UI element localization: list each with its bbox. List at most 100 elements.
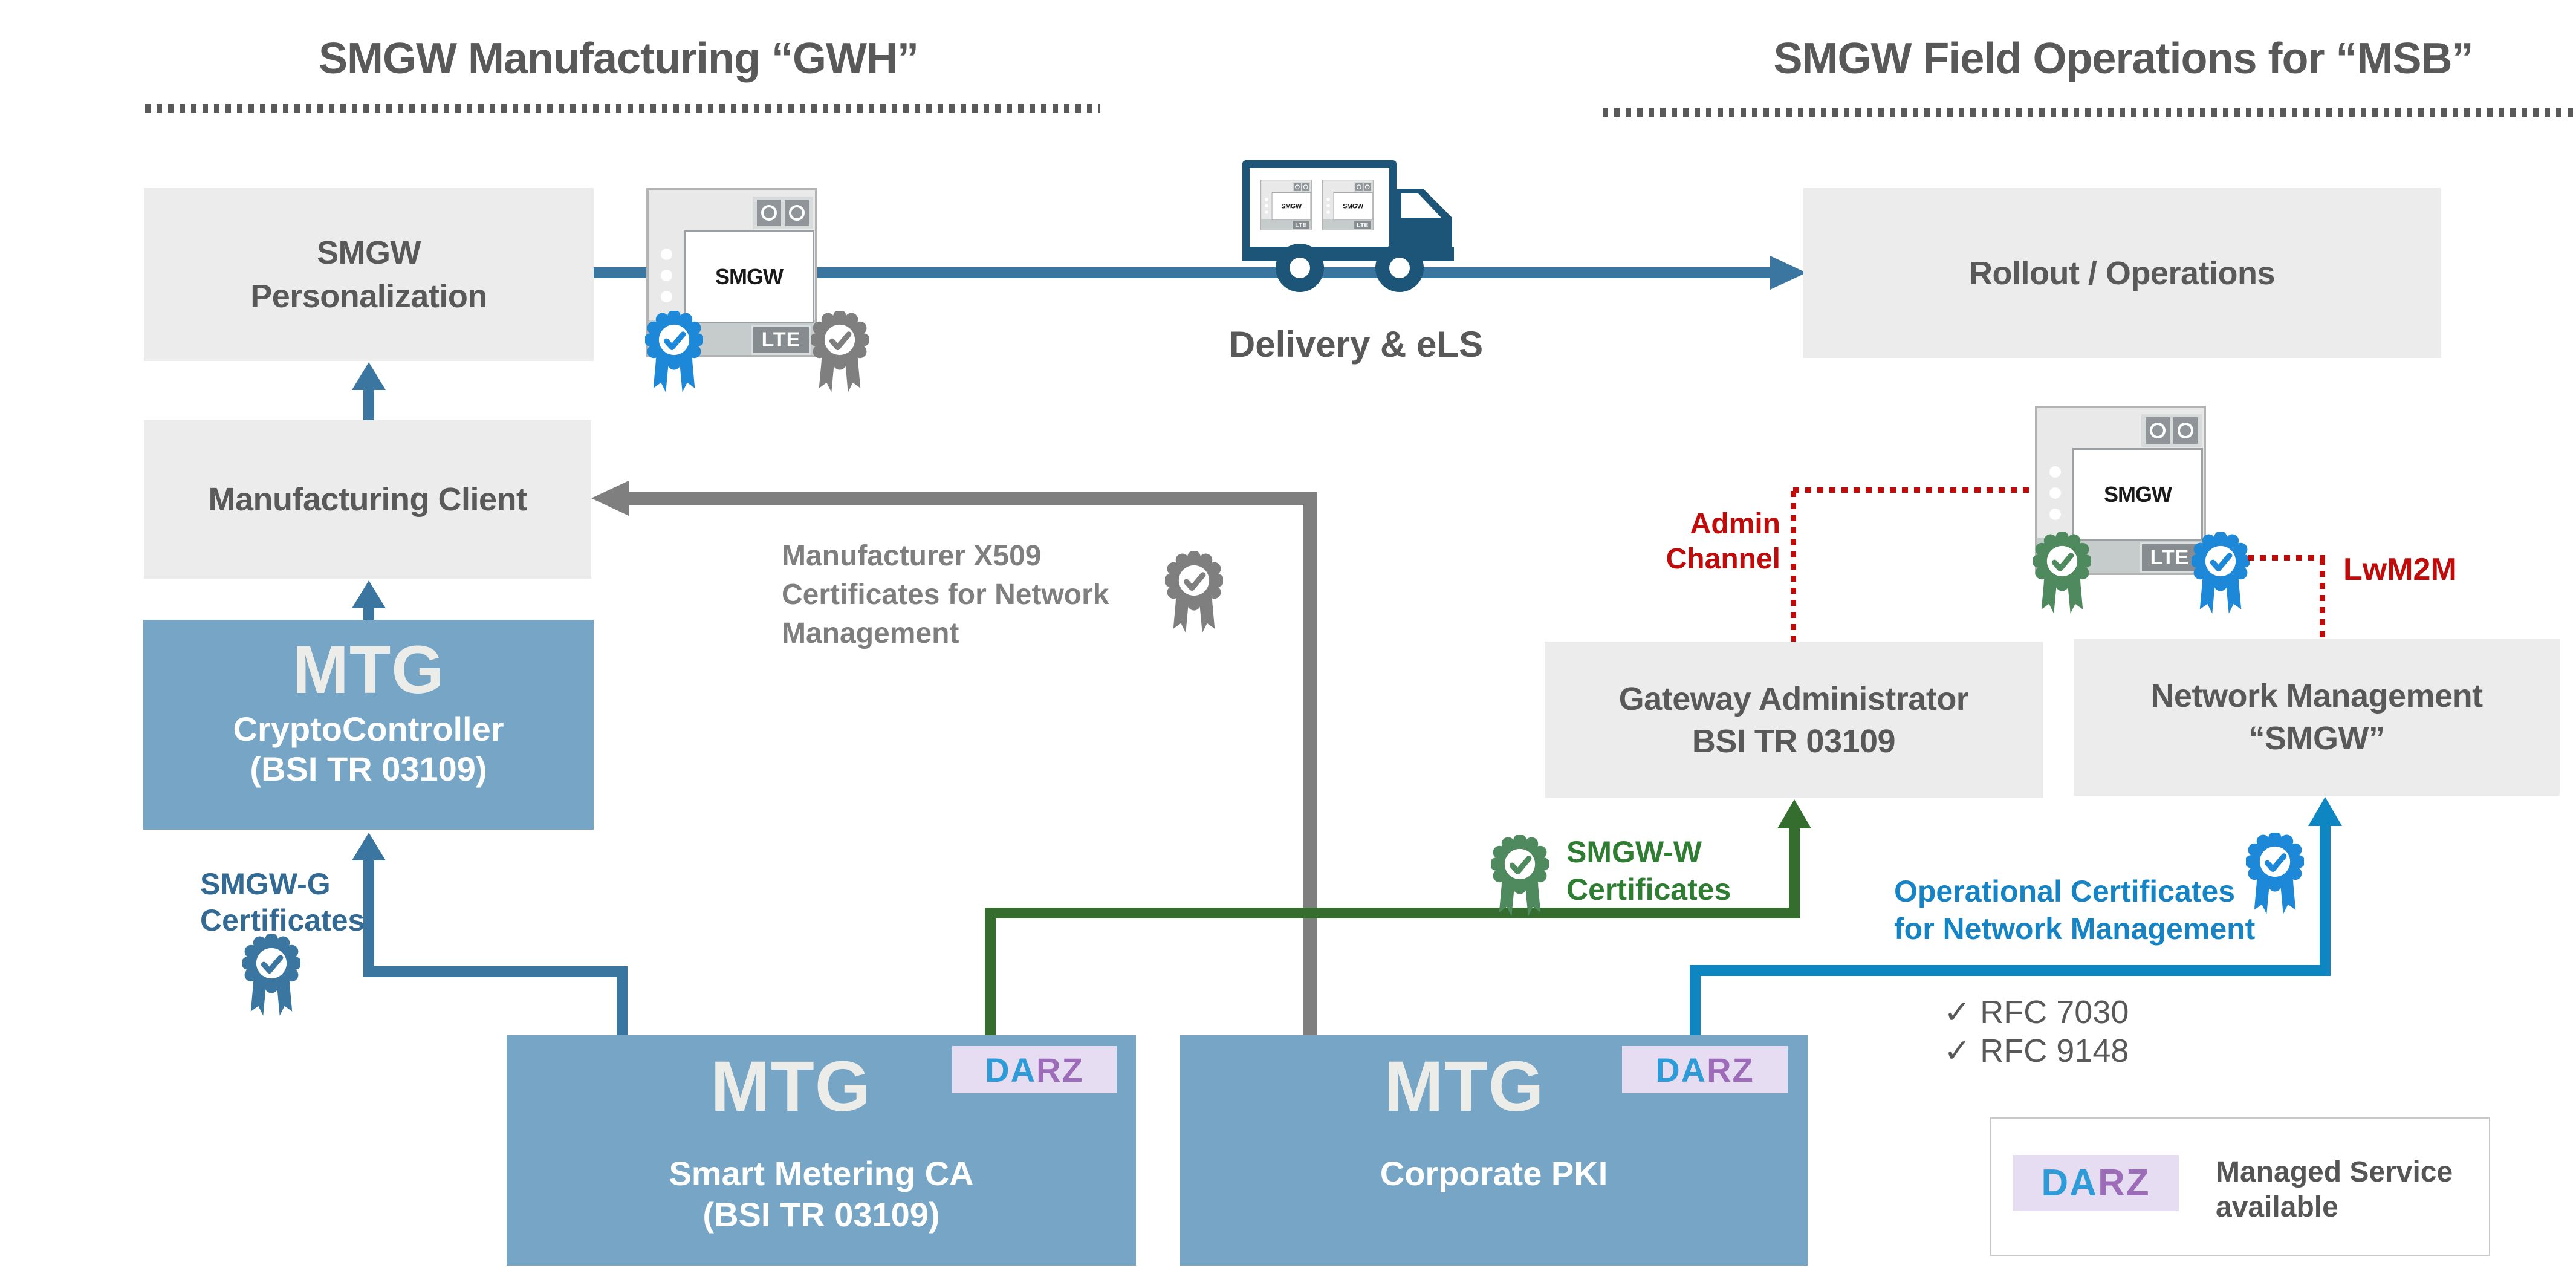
flow-label-line: for Network Management xyxy=(1894,912,2256,946)
connector-cyan-horizontal xyxy=(1690,965,2331,976)
lte-badge: LTE xyxy=(2140,542,2199,573)
mtg-brand: MTG xyxy=(1384,1047,1545,1126)
check-icon: ✓ xyxy=(1944,1033,1971,1069)
lte-badge: LTE xyxy=(751,325,811,355)
connector-ca-crypto-drop xyxy=(617,966,628,1036)
certificate-badge-gray-icon xyxy=(1164,550,1224,637)
device-led-icon xyxy=(661,249,672,260)
delivery-label: Delivery & eLS xyxy=(1228,324,1484,365)
main-flow-arrowhead xyxy=(1770,256,1806,290)
flow-label-line: Operational Certificates xyxy=(1894,874,2236,908)
darz-logo-rz: RZ xyxy=(1707,1050,1754,1089)
node-label-line: Personalization xyxy=(250,278,487,314)
lte-badge: LTE xyxy=(1354,220,1372,230)
connector-green-vertical-left xyxy=(985,908,996,1036)
device-label: SMGW xyxy=(1333,192,1373,221)
connector-ca-crypto-vertical xyxy=(363,859,374,972)
smgw-w-certificates-label: SMGW-W Certificates xyxy=(1566,833,1731,908)
managed-service-label: Managed Service available xyxy=(2216,1155,2453,1225)
device-led-icon xyxy=(1326,210,1330,214)
arrow-client-to-personalization xyxy=(352,362,386,390)
arrow-ca-to-crypto xyxy=(352,833,386,860)
device-ports-icon xyxy=(753,197,813,229)
flow-label-line: Managed Service xyxy=(2216,1156,2453,1188)
connector-ca-crypto-horizontal xyxy=(363,966,628,977)
device-led-icon xyxy=(1265,204,1268,208)
mtg-brand: MTG xyxy=(710,1047,871,1126)
device-led-icon xyxy=(2049,509,2061,520)
device-label: SMGW xyxy=(1271,192,1311,221)
device-label: SMGW xyxy=(2072,448,2203,541)
flow-label-line: available xyxy=(2216,1191,2338,1223)
darz-logo-da: DA xyxy=(2041,1162,2098,1204)
check-icon: ✓ xyxy=(1944,994,1971,1030)
node-label-line: BSI TR 03109 xyxy=(1692,723,1896,759)
admin-channel-dotted-vertical xyxy=(1791,491,1796,642)
connector-pki-client-horizontal xyxy=(628,492,1317,505)
device-ports-icon xyxy=(2141,414,2202,447)
certificate-badge-gray-icon xyxy=(809,310,870,397)
connector-client-personalization xyxy=(363,389,374,421)
node-label-line: Corporate PKI xyxy=(1380,1154,1608,1192)
rfc-item-label: RFC 7030 xyxy=(1980,994,2129,1030)
flow-label-line: Admin xyxy=(1690,508,1780,540)
node-smgw-personalization: SMGW Personalization xyxy=(144,188,594,361)
device-led-icon xyxy=(661,270,672,281)
arrow-pki-to-network-mgmt xyxy=(2308,797,2342,826)
device-led-icon xyxy=(661,291,672,302)
connector-green-horizontal xyxy=(985,908,1800,918)
rfc-item: ✓ RFC 9148 xyxy=(1944,1032,2129,1070)
section-title-field-operations: SMGW Field Operations for “MSB” xyxy=(1773,34,2473,83)
flow-label-line: Certificates for Network xyxy=(782,579,1109,611)
flow-label-line: Channel xyxy=(1666,543,1780,575)
device-led-icon xyxy=(2049,466,2061,478)
node-label-line: “SMGW” xyxy=(2248,720,2385,756)
port-icon xyxy=(2146,417,2170,444)
node-label-line: Gateway Administrator xyxy=(1618,680,1969,717)
arrow-pki-to-client xyxy=(591,481,629,516)
section-divider-left xyxy=(145,104,1100,113)
node-label-line: Manufacturing Client xyxy=(208,481,528,518)
main-flow-line xyxy=(594,267,1774,278)
certificate-badge-green-icon xyxy=(1490,834,1550,921)
flow-label-line: Manufacturer X509 xyxy=(782,540,1042,572)
port-icon xyxy=(2173,417,2198,444)
lwm2m-dotted-horizontal xyxy=(2248,555,2325,561)
rfc-item: ✓ RFC 7030 xyxy=(1944,993,2129,1032)
device-led-icon xyxy=(2049,487,2061,499)
node-label-line: (BSI TR 03109) xyxy=(702,1195,940,1234)
lwm2m-label: LwM2M xyxy=(2343,552,2457,587)
node-label-line: Smart Metering CA xyxy=(669,1154,974,1192)
node-gateway-administrator: Gateway Administrator BSI TR 03109 xyxy=(1545,642,2043,798)
device-led-icon xyxy=(1265,210,1268,214)
certificate-badge-green-icon xyxy=(2032,531,2092,618)
connector-green-vertical-right xyxy=(1789,826,1800,913)
node-label-line: Rollout / Operations xyxy=(1968,255,2276,291)
mtg-brand: MTG xyxy=(292,632,445,707)
section-divider-right xyxy=(1603,108,2576,117)
node-label-line: (BSI TR 03109) xyxy=(250,750,487,788)
device-ports-icon xyxy=(1292,182,1311,192)
device-label: SMGW xyxy=(684,230,814,323)
arrow-crypto-to-client xyxy=(352,580,386,608)
operational-certificates-label: Operational Certificates for Network Man… xyxy=(1894,873,2255,948)
admin-channel-dotted-horizontal xyxy=(1793,487,2035,493)
port-icon xyxy=(1363,183,1371,191)
node-label-line: SMGW xyxy=(317,235,421,271)
device-led-icon xyxy=(1326,204,1330,208)
port-icon xyxy=(757,200,781,226)
darz-logo-da: DA xyxy=(1655,1050,1707,1089)
lte-badge: LTE xyxy=(1292,220,1310,230)
darz-logo-rz: RZ xyxy=(2097,1162,2150,1204)
flow-label-line: Certificates xyxy=(1566,873,1731,906)
flow-label-line: Certificates xyxy=(200,903,365,937)
certificate-badge-steel-icon xyxy=(241,933,302,1020)
node-mtg-crypto-controller: MTG CryptoController (BSI TR 03109) xyxy=(143,620,594,830)
node-rollout-operations: Rollout / Operations xyxy=(1803,188,2441,358)
certificate-badge-bright-blue-icon xyxy=(2245,831,2305,918)
node-label-line: Network Management xyxy=(2150,678,2483,714)
